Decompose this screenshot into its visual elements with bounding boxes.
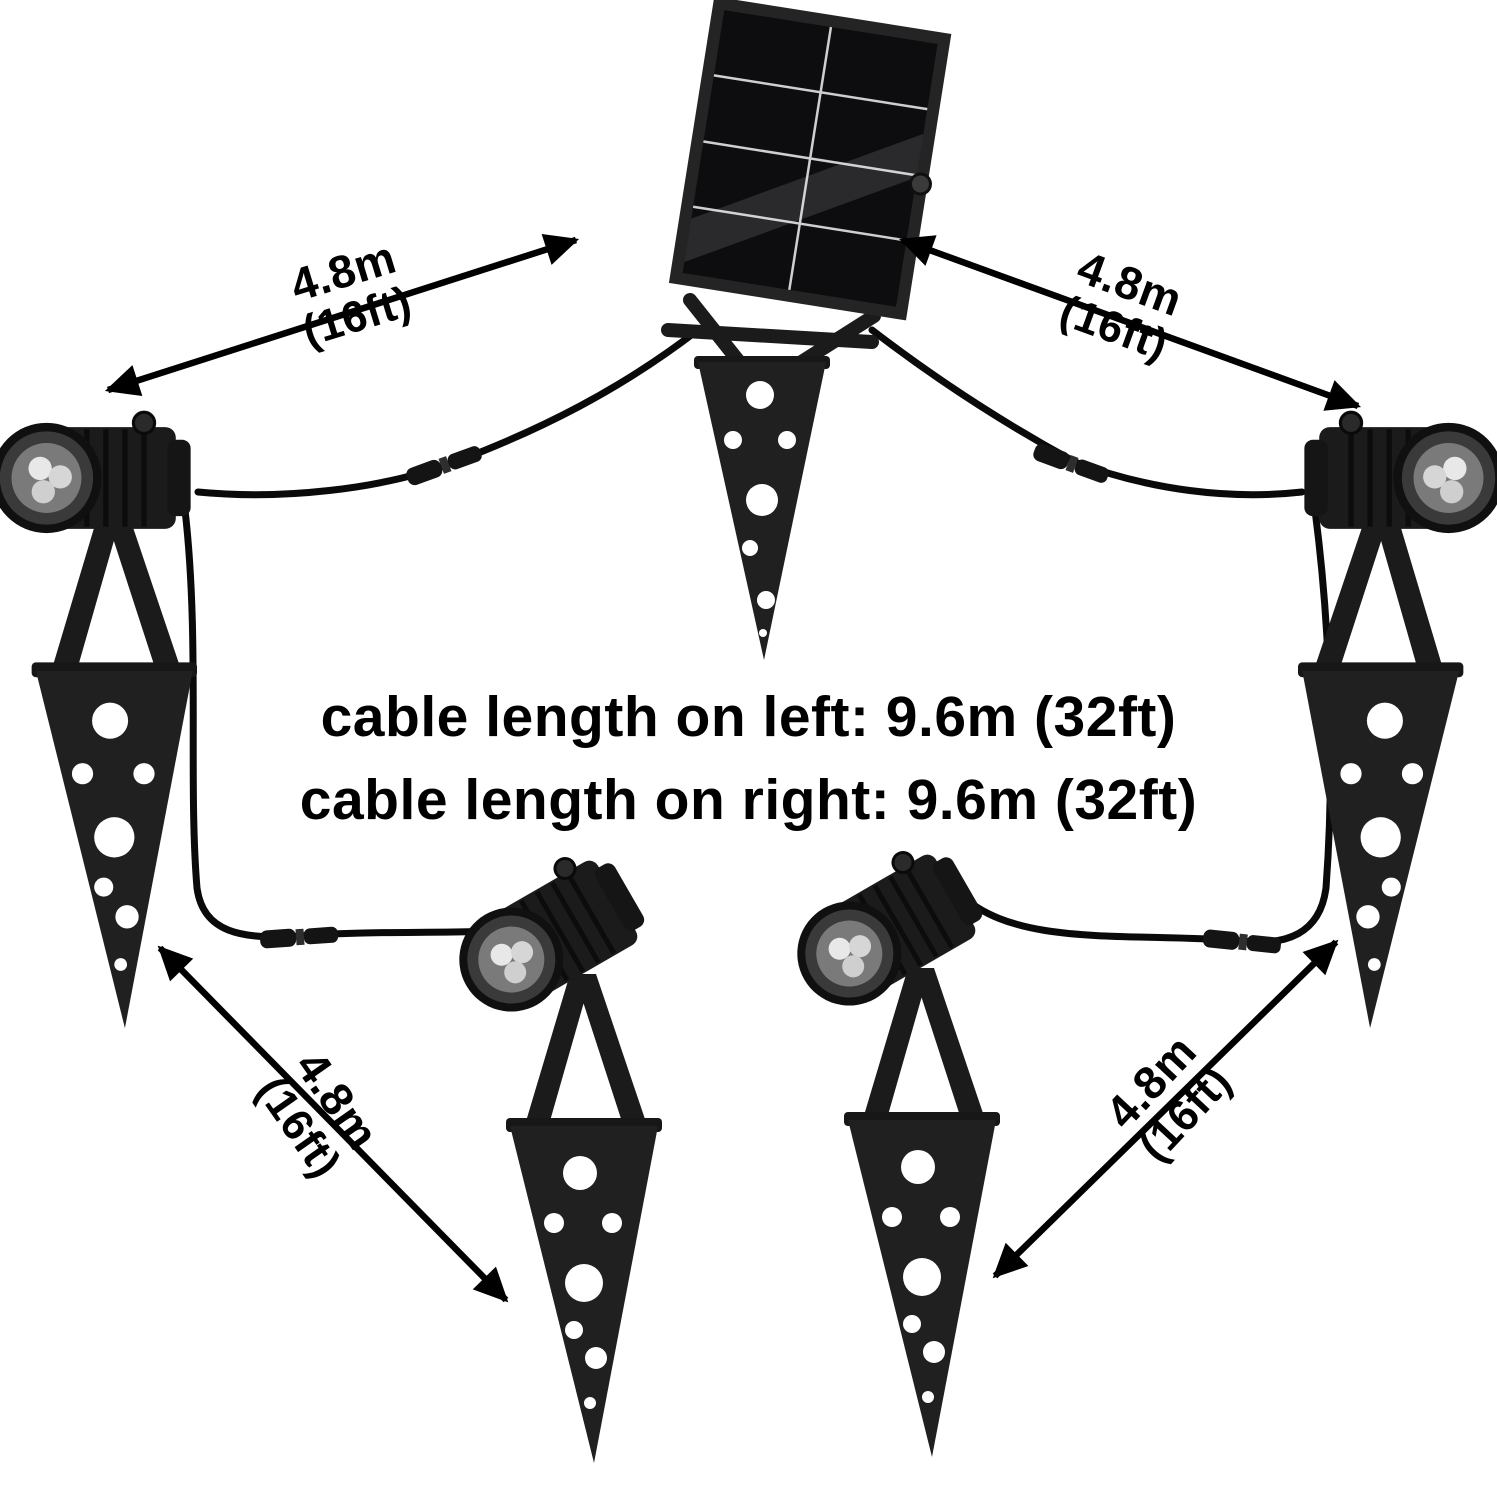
spotlight-bottom-left	[435, 838, 662, 1463]
arrow-top-right	[898, 235, 1362, 411]
solar-panel	[668, 0, 952, 321]
solar-panel-unit	[661, 0, 952, 660]
spotlight-stake	[844, 968, 1000, 1457]
cable-length-caption: cable length on left: 9.6m (32ft) cable …	[0, 676, 1497, 842]
spotlight-head	[435, 838, 655, 1031]
panel-grid	[692, 26, 928, 290]
cable-connector-right-upper	[1031, 441, 1111, 486]
caption-line-left: cable length on left: 9.6m (32ft)	[320, 685, 1177, 749]
arrow-top-left	[104, 233, 580, 397]
spotlight-stake	[506, 974, 662, 1463]
cable-connector-left-upper	[404, 443, 484, 488]
cable-connector-left-lower	[259, 925, 339, 949]
arrow-bottom-left	[157, 945, 509, 1303]
arrow-bottom-right	[992, 939, 1339, 1279]
panel-adjust-knob	[908, 172, 932, 196]
spotlight-head	[1304, 412, 1497, 533]
spotlight-head	[0, 412, 191, 533]
spotlight-bottom-right	[773, 832, 1000, 1457]
spotlight-head	[773, 832, 993, 1025]
panel-ground-stake	[694, 356, 830, 660]
cable-connector-right-lower	[1202, 928, 1282, 955]
caption-line-right: cable length on right: 9.6m (32ft)	[299, 768, 1198, 833]
